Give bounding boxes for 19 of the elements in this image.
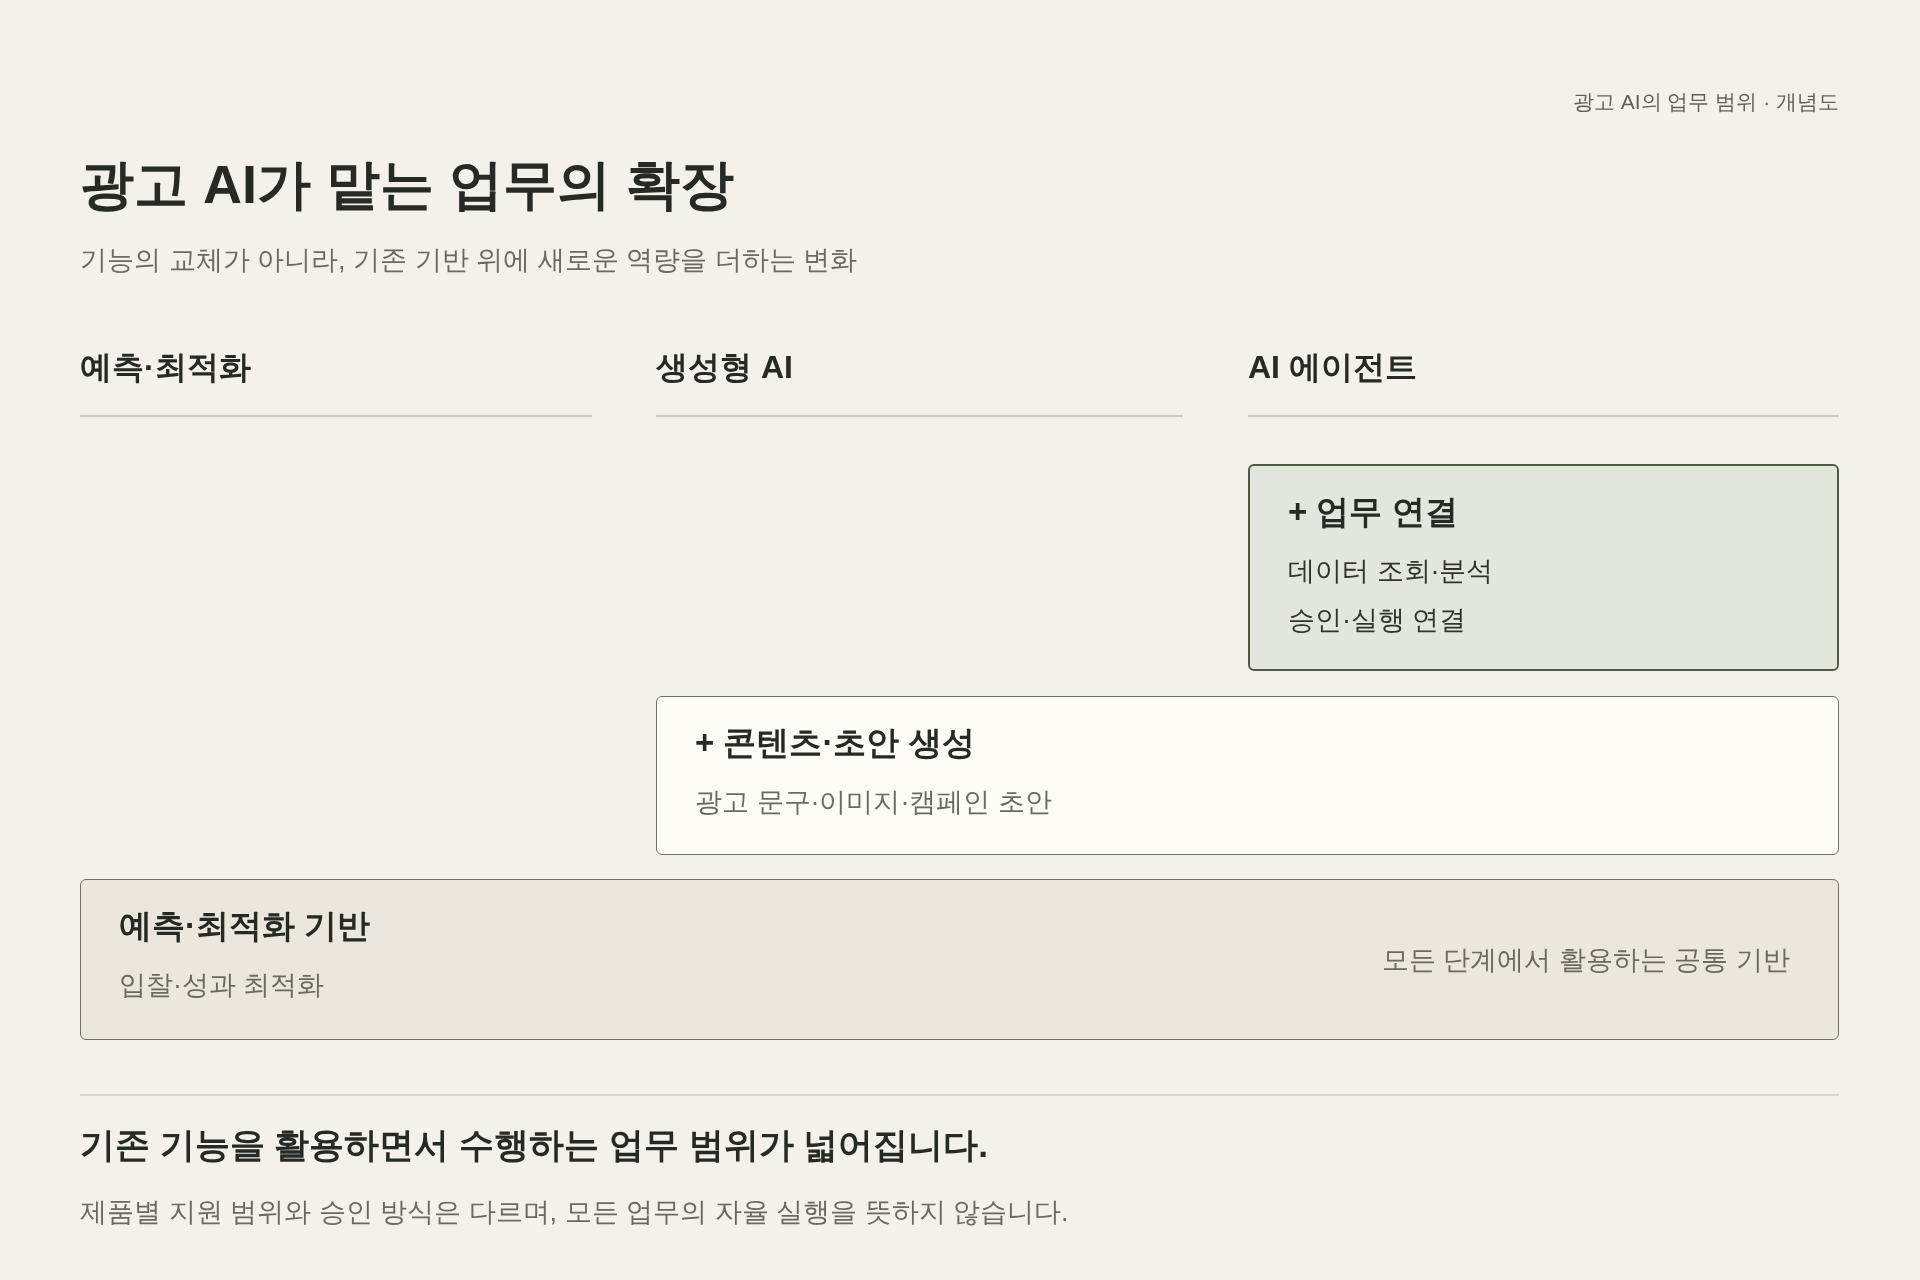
layer-box [80, 879, 1839, 1040]
subtitle: 기능의 교체가 아니라, 기존 기반 위에 새로운 역량을 더하는 변화 [80, 244, 857, 277]
layer-box [656, 696, 1839, 855]
column-header: 예측·최적화 [80, 348, 251, 387]
box-text: 입찰·성과 최적화 [119, 969, 325, 1002]
box-text: 승인·실행 연결 [1288, 604, 1467, 637]
column-header: 생성형 AI [656, 348, 793, 387]
layer-box [1248, 464, 1839, 671]
box-text: 광고 문구·이미지·캠페인 초안 [695, 786, 1052, 819]
summary-text: 기존 기능을 활용하면서 수행하는 업무 범위가 넓어집니다. [80, 1124, 989, 1166]
box-text: 데이터 조회·분석 [1288, 555, 1494, 588]
box-heading: + 콘텐츠·초안 생성 [695, 723, 975, 763]
diagram-title: 광고 AI가 맡는 업무의 확장 [80, 153, 734, 216]
header-note: 광고 AI의 업무 범위 · 개념도 [1573, 89, 1839, 115]
footnote: 제품별 지원 범위와 승인 방식은 다르며, 모든 업무의 자율 실행을 뜻하지 않습니다. [80, 1196, 1069, 1229]
column-header: AI 에이전트 [1248, 348, 1417, 387]
box-heading: 예측·최적화 기반 [119, 906, 371, 946]
box-heading: + 업무 연결 [1288, 492, 1458, 532]
box-note: 모든 단계에서 활용하는 공통 기반 [1382, 943, 1790, 977]
